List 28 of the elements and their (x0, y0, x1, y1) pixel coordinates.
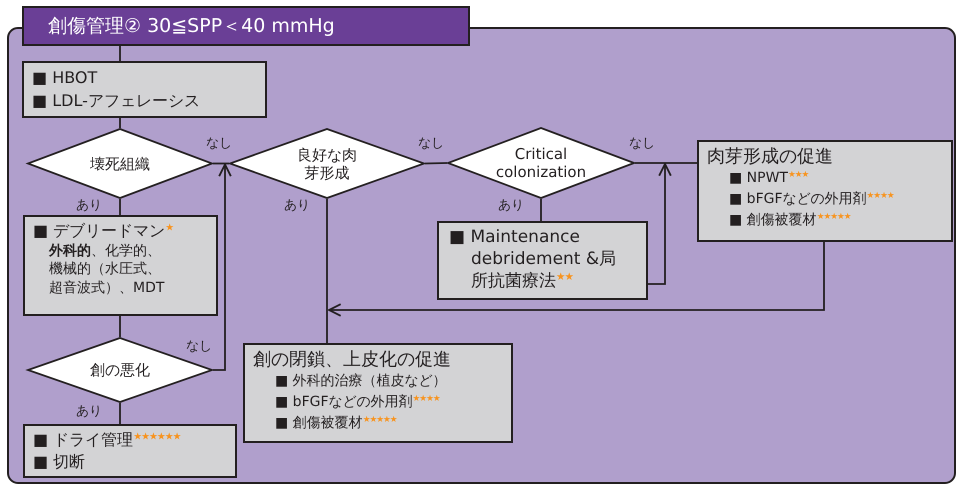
decision-text: Critical colonization (494, 145, 588, 181)
connector-line (213, 162, 229, 164)
arrow (213, 164, 232, 371)
connector-line (119, 46, 121, 61)
decision-text: 良好な肉芽形成 (296, 146, 358, 182)
connector-line (424, 162, 448, 164)
title-bar: 創傷管理② 30≦SPP＜40 mmHg (22, 6, 470, 46)
connector-line (119, 199, 121, 215)
process-box: ■ ドライ管理$^{★★★★★★}$ ■ 切断 (23, 424, 237, 478)
connector-line (119, 118, 121, 128)
edge-label: なし (205, 137, 233, 152)
connector-line (540, 199, 542, 221)
connector-line (119, 403, 121, 424)
decision-text: 創の悪化 (89, 361, 151, 379)
connector-line (326, 199, 328, 343)
process-box: 肉芽形成の促進 ■ NPWT$^{★★★}$ ■ bFGFなどの外用剤$^{★★★★}$ ■ 創傷被覆材$^{★★★★★}$ (697, 140, 953, 242)
decision-text: 壊死組織 (89, 154, 151, 172)
edge-label: なし (417, 137, 445, 152)
process-box: ■ Maintenance debridement &局所抗菌療法$^{★★}$ (437, 221, 648, 300)
arrow (648, 163, 672, 285)
process-box: 創の閉鎖、上皮化の促進 ■ 外科的治療（植皮など） ■ bFGFなどの外用剤$^{★★★★}$ ■ 創傷被覆材$^{★★★★★}$ (243, 343, 513, 443)
process-box: ■ HBOT ■ LDL-アフェレーシス (22, 61, 267, 118)
process-box: ■ デブリードマン$^{★}$ 外科的、化学的、機械的（水圧式、超音波式）、MDT (23, 215, 218, 316)
edge-label: なし (185, 340, 213, 354)
edge-label: なし (628, 137, 656, 152)
arrow (328, 242, 825, 317)
connector-line (119, 316, 121, 337)
connector-line (635, 162, 697, 164)
